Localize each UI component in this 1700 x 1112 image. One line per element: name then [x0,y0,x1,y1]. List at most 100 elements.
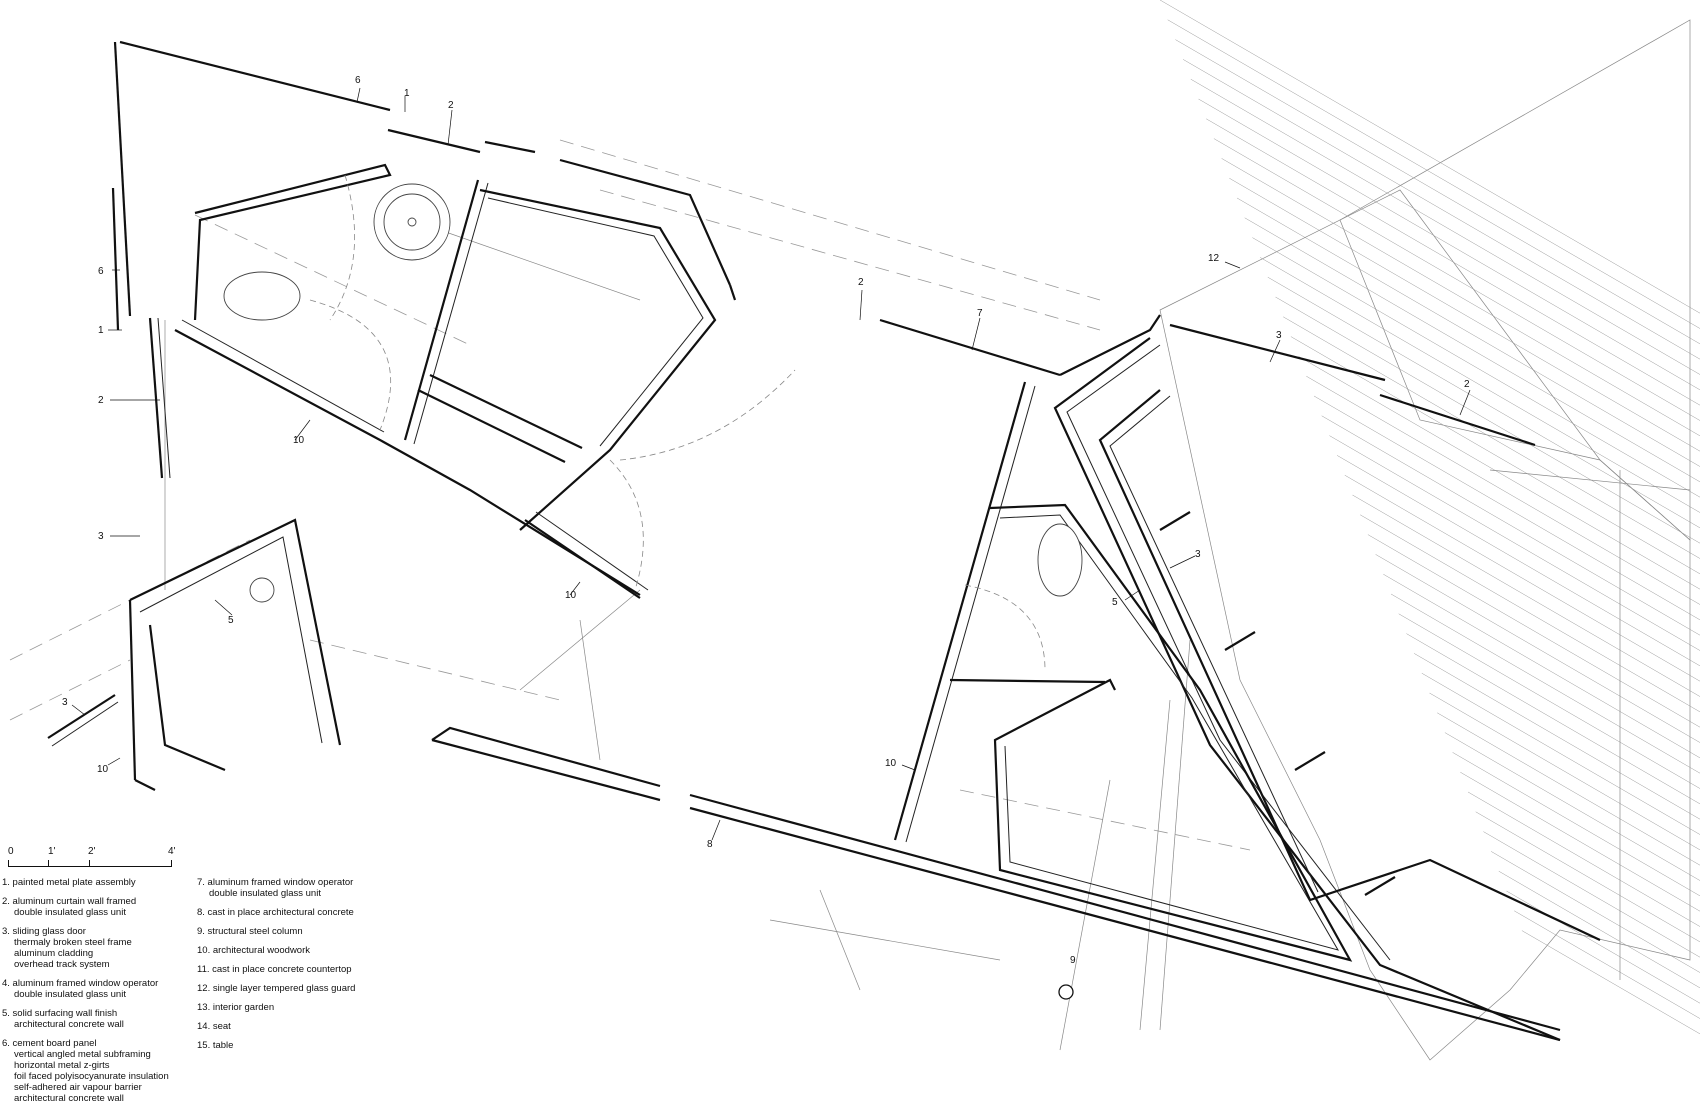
legend-item-title: 13. interior garden [197,1002,274,1013]
right-building-walls [895,338,1600,1040]
callout-3-right: 3 [1276,330,1282,341]
garden-hatch-line [1453,752,1700,895]
garden-hatch-line [1499,871,1700,988]
legend-item-detail: thermaly broken steel frame [2,937,192,948]
scale-label-4ft: 4' [168,846,175,857]
legend-item-detail: double insulated glass unit [2,907,192,918]
garden-hatch-line [1276,297,1700,543]
scale-tick [89,860,90,866]
garden-hatch-line [1229,178,1700,451]
callout-5-left: 5 [228,615,234,626]
callout-9: 9 [1070,955,1076,966]
legend-item: 11. cast in place concrete countertop [197,964,397,975]
callout-8: 8 [707,839,713,850]
garden-hatch-line [1468,792,1700,927]
legend-item-title: 3. sliding glass door [2,926,86,937]
callout-10-center: 10 [565,590,577,601]
structural-column [1059,985,1073,999]
callout-12: 12 [1208,253,1220,264]
legend-item-title: 4. aluminum framed window operator [2,978,158,989]
garden-hatch-line [1391,594,1700,773]
legend-item: 1. painted metal plate assembly [2,877,192,888]
garden-hatch-line [1476,812,1700,942]
callout-numbers: 6 1 2 6 1 2 3 10 5 3 10 2 7 10 12 3 2 3 … [62,75,1470,966]
legend-item-detail: double insulated glass unit [2,989,192,1000]
legend-item-title: 6. cement board panel [2,1038,97,1049]
garden-hatch-line [1306,376,1700,604]
legend-item-detail: aluminum cladding [2,948,192,959]
garden-hatch-line [1245,218,1700,482]
callout-5-right: 5 [1112,597,1118,608]
scale-bar: 0 1' 2' 4' [8,846,178,860]
garden-hatch-line [1414,653,1700,819]
callout-2-top: 2 [448,100,454,111]
legend-item: 15. table [197,1040,397,1051]
scale-label-0: 0 [8,846,14,857]
callout-2-right: 2 [1464,379,1470,390]
garden-hatch-line [1252,238,1700,498]
callout-10-bottom-left: 10 [97,764,109,775]
garden-hatch-line [1337,455,1700,665]
legend-item: 9. structural steel column [197,926,397,937]
callout-6-left: 6 [98,266,104,277]
garden-hatch-line [1283,317,1700,559]
legend-item-detail: foil faced polyisocyanurate insulation [2,1071,192,1082]
bottom-left-building [48,520,340,790]
legend-item-detail: architectural concrete wall [2,1093,192,1104]
scale-tick [48,860,49,866]
garden-hatch-line [1237,198,1700,467]
legend-item-title: 2. aluminum curtain wall framed [2,896,136,907]
garden-hatch-line [1491,851,1700,972]
callout-2-center: 2 [858,277,864,288]
legend-item-detail: horizontal metal z-girts [2,1060,192,1071]
garden-hatch-line [1483,832,1700,958]
scale-label-2ft: 2' [88,846,95,857]
legend-item-title: 1. painted metal plate assembly [2,877,136,888]
legend-item-detail: double insulated glass unit [197,888,397,899]
garden-hatch-line [1299,356,1700,589]
legend-column-1: 1. painted metal plate assembly 2. alumin… [2,877,192,1112]
callout-10-right: 10 [885,758,897,769]
garden-hatch-line [1199,99,1700,390]
legend-item-title: 14. seat [197,1021,231,1032]
legend-item: 8. cast in place architectural concrete [197,907,397,918]
garden-hatch-line [1183,59,1700,359]
garden-hatch-line [1314,396,1700,620]
legend-item: 12. single layer tempered glass guard [197,983,397,994]
legend-item-detail: overhead track system [2,959,192,970]
garden-hatch-line [1191,79,1700,374]
garden-hatch-line [1222,158,1700,435]
legend-item-title: 12. single layer tempered glass guard [197,983,355,994]
garden-hatch-line [1345,475,1700,681]
callout-3-bottom-left: 3 [62,697,68,708]
garden-hatch-line [1383,574,1700,758]
legend-item-title: 11. cast in place concrete countertop [197,964,352,975]
garden-hatch-line [1445,733,1700,881]
callout-2-left: 2 [98,395,104,406]
legend-item-title: 9. structural steel column [197,926,303,937]
callout-1-top: 1 [404,88,410,99]
legend-item-title: 8. cast in place architectural concrete [197,907,354,918]
legend-item-title: 5. solid surfacing wall finish [2,1008,117,1019]
scale-bar-line [8,860,172,867]
garden-hatch-line [1268,277,1700,528]
legend-item-detail: self-adhered air vapour barrier [2,1082,192,1093]
overhead-dashed-lines [10,140,1250,850]
legend-item: 14. seat [197,1021,397,1032]
garden-hatch-line [1160,0,1700,313]
callout-1-left: 1 [98,325,104,336]
garden-hatch-line [1514,911,1700,1019]
garden-hatch-line [1214,139,1700,421]
garden-hatch-line [1368,535,1700,728]
garden-hatch-line [1168,20,1700,329]
garden-hatch-line [1260,257,1700,512]
garden-hatch-line [1376,554,1700,742]
legend-item-detail: architectural concrete wall [2,1019,192,1030]
legend-item: 10. architectural woodwork [197,945,397,956]
